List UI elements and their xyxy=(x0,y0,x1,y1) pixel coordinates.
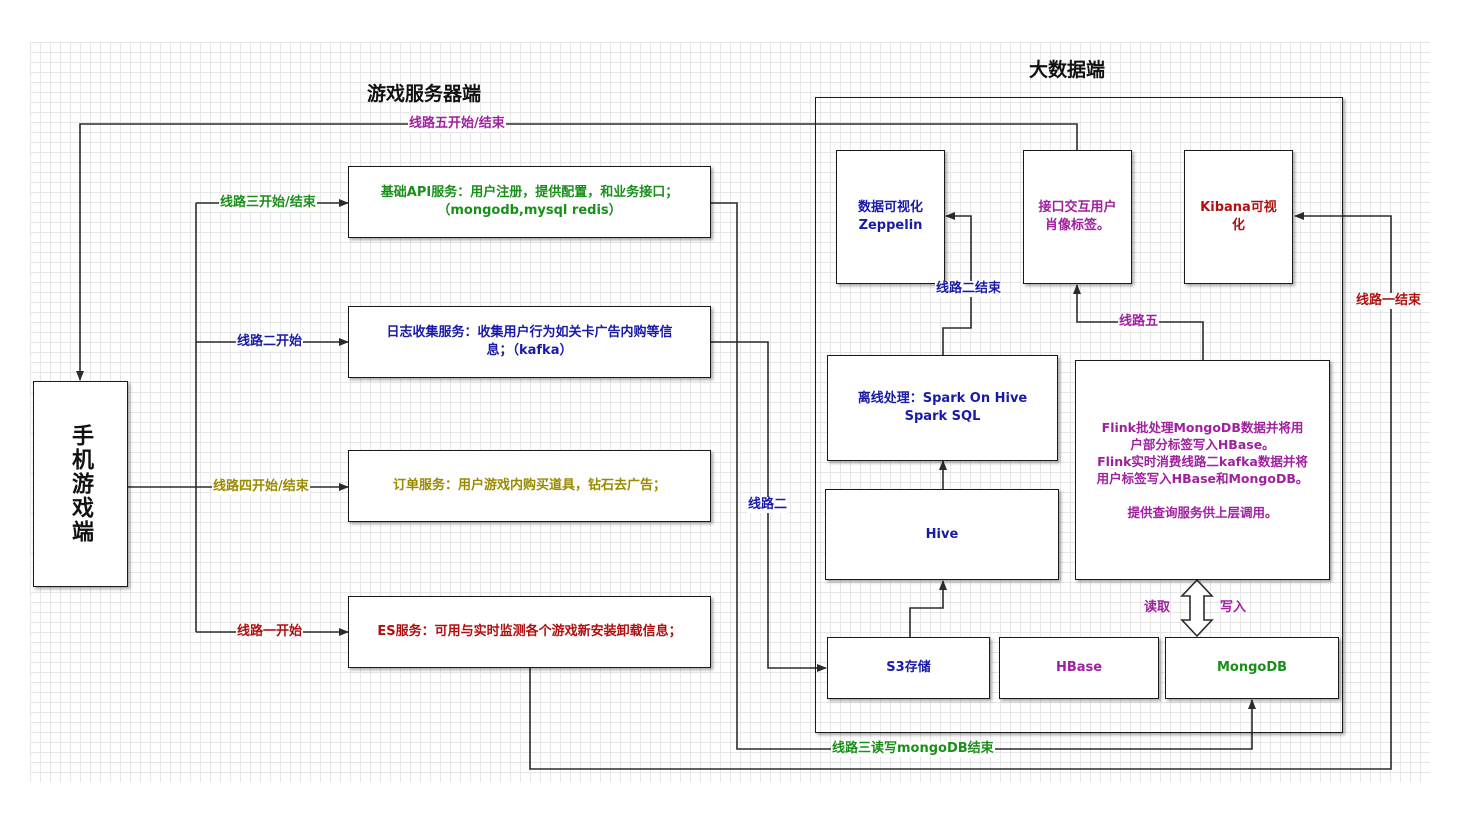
s3-to-hive-connector xyxy=(909,580,947,637)
route-two-start-label: 线路二开始 xyxy=(236,334,304,350)
route-five-connector xyxy=(76,123,1078,381)
zeppelin-box: 数据可视化 Zeppelin xyxy=(836,150,945,284)
route-three-label: 线路三开始/结束 xyxy=(219,195,317,211)
route-five-label: 线路五开始/结束 xyxy=(408,116,506,132)
route-two-label: 线路二 xyxy=(747,497,789,513)
hbase-box: HBase xyxy=(999,637,1159,699)
s3-storage-box: S3存储 xyxy=(827,637,990,699)
route-one-end-label: 线路一结束 xyxy=(1355,293,1423,309)
order-service-box: 订单服务：用户游戏内购买道具，钻石去广告； xyxy=(348,450,711,522)
read-write-double-arrow xyxy=(1180,578,1214,638)
mongodb-box: MongoDB xyxy=(1165,637,1339,699)
read-label: 读取 xyxy=(1144,600,1171,615)
write-label: 写入 xyxy=(1220,600,1247,615)
es-service-box: ES服务：可用与实时监测各个游戏新安装卸载信息； xyxy=(348,596,711,668)
portrait-box: 接口交互用户 肖像标签。 xyxy=(1023,150,1132,284)
route-five-short-label: 线路五 xyxy=(1118,314,1160,330)
offline-to-zeppelin-connector xyxy=(942,212,972,355)
route-three-end-label: 线路三读写mongoDB结束 xyxy=(831,741,995,757)
mobile-game-box: 手机游戏端 xyxy=(33,381,128,587)
route-one-connector xyxy=(529,212,1392,770)
bigdata-title: 大数据端 xyxy=(1029,59,1106,81)
hive-box: Hive xyxy=(825,489,1059,580)
route-four-label: 线路四开始/结束 xyxy=(212,479,310,495)
offline-processing-box: 离线处理：Spark On Hive Spark SQL xyxy=(827,355,1058,461)
game-server-title: 游戏服务器端 xyxy=(367,83,482,105)
flink-box: Flink批处理MongoDB数据并将用 户部分标签写入HBase。 Flink… xyxy=(1075,360,1330,580)
kibana-box: Kibana可视 化 xyxy=(1184,150,1293,284)
route-two-end-label: 线路二结束 xyxy=(935,281,1003,297)
route-one-start-label: 线路一开始 xyxy=(236,624,304,640)
log-service-box: 日志收集服务：收集用户行为如关卡广告内购等信 息；（kafka） xyxy=(348,306,711,378)
bigdata-frame xyxy=(815,97,1343,733)
api-service-box: 基础API服务：用户注册，提供配置，和业务接口； （mongodb,mysql … xyxy=(348,166,711,238)
mobile-game-label: 手机游戏端 xyxy=(68,424,93,544)
